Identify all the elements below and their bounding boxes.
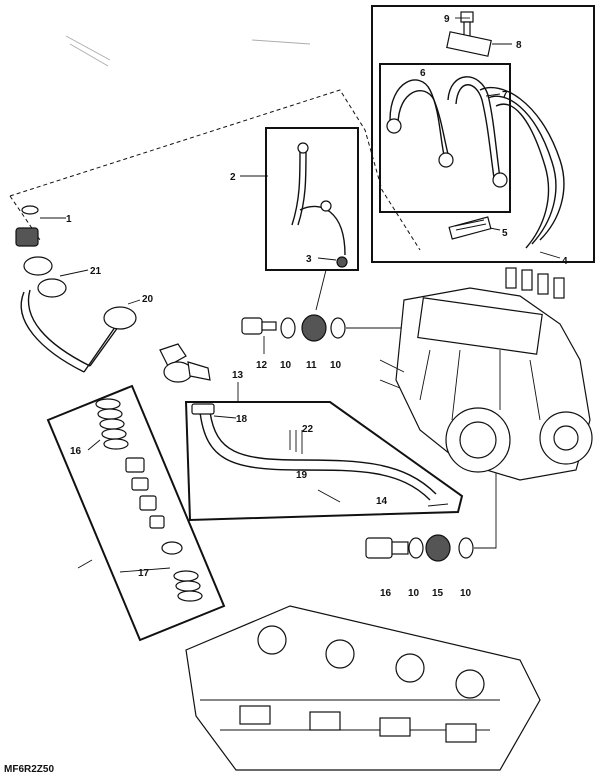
banjo-bolt-row-lower: [365, 340, 497, 562]
callout-12: 12: [256, 360, 268, 371]
callout-10-a: 10: [280, 360, 292, 371]
detail-box-leak-off-line: [240, 127, 359, 311]
callout-19-hose: 19: [296, 470, 308, 481]
callout-1: 1: [66, 214, 72, 225]
callout-16-a: 16: [380, 588, 392, 599]
detail-box-return-hose: [184, 382, 464, 522]
callout-5: 5: [502, 228, 508, 239]
callout-2: 2: [230, 172, 236, 183]
callout-4: 4: [562, 256, 568, 267]
callout-14: 14: [376, 496, 388, 507]
faint-annotation-left: [65, 35, 111, 67]
injection-pump: [379, 267, 593, 481]
faint-annotation-top: [251, 39, 311, 45]
callout-10-d: 10: [460, 588, 472, 599]
callout-11: 11: [306, 360, 317, 371]
callout-18-hose: 18: [236, 414, 248, 425]
callout-21: 21: [90, 266, 102, 277]
detail-box-injector: [46, 384, 226, 642]
detail-box-injection-lines: [371, 5, 595, 263]
callout-22: 22: [302, 424, 314, 435]
callout-8: 8: [516, 40, 522, 51]
dashed-guide-line: [9, 89, 421, 251]
banjo-bolt-row-upper: [241, 314, 490, 354]
callout-6: 6: [420, 68, 426, 79]
callout-7: 7: [502, 90, 508, 101]
callout-3: 3: [306, 254, 312, 265]
callout-17: 17: [138, 568, 150, 579]
callout-13: 13: [232, 370, 244, 381]
left-pipe-assembly: [15, 205, 211, 383]
callout-10-b: 10: [330, 360, 342, 371]
callout-16-b: 16: [70, 446, 82, 457]
cylinder-head: [185, 605, 541, 771]
figure-id: MF6R2Z50: [4, 764, 54, 775]
callout-15: 15: [432, 588, 444, 599]
callout-10-c: 10: [408, 588, 420, 599]
callout-9: 9: [444, 14, 450, 25]
callout-20: 20: [142, 294, 154, 305]
